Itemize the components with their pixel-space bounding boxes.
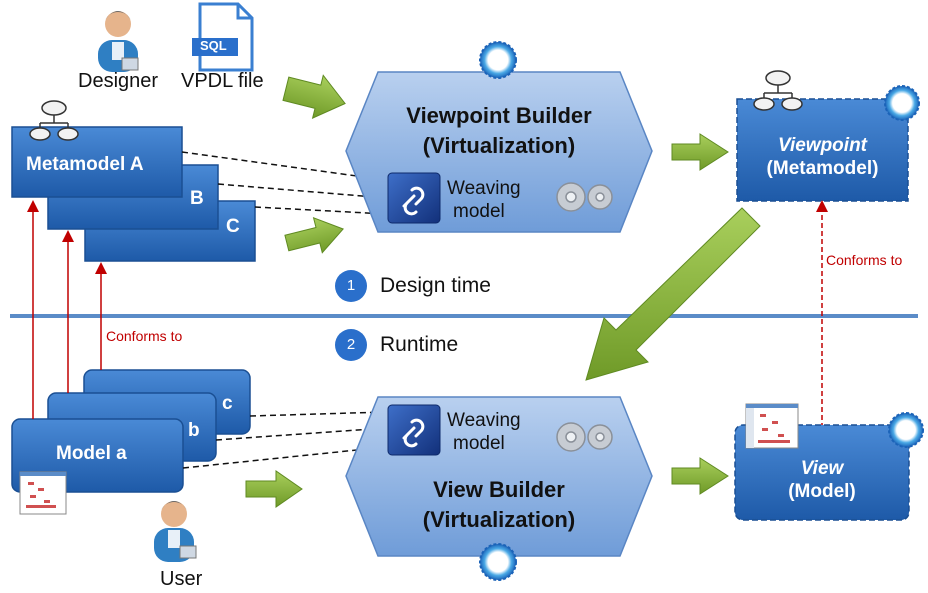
phase-2-number: 2 <box>346 336 356 353</box>
view-builder-title-line2: (Virtualization) <box>422 507 576 532</box>
view-builder-title-line1: View Builder <box>433 477 565 502</box>
model-thumbnail-icon <box>19 471 67 515</box>
viewpoint-box <box>736 98 909 202</box>
sql-file-icon <box>192 2 254 72</box>
design-weaving-links <box>181 151 387 215</box>
weaving-model-design-line1: Weaving <box>447 178 521 199</box>
link-icon-runtime <box>387 404 441 456</box>
viewpoint-title-line2: (Metamodel) <box>766 158 879 179</box>
metamodel-c-label: C <box>226 216 240 237</box>
viewpoint-builder-title: Viewpoint Builder (Virtualization) <box>346 101 652 161</box>
conforms-to-right-label: Conforms to <box>826 252 903 268</box>
phase-1-number: 1 <box>346 277 356 294</box>
view-title: View (Model) <box>735 457 909 503</box>
view-builder-to-view-arrow <box>671 457 729 495</box>
ring-icon-viewpoint <box>884 85 920 121</box>
view-box <box>734 424 910 521</box>
runtime-weaving-links <box>182 411 387 469</box>
view-builder-title: View Builder (Virtualization) <box>346 475 652 535</box>
phase-1-badge <box>335 270 367 302</box>
viewpoint-to-view-builder-arrow <box>585 207 761 381</box>
hierarchy-icon-metamodel <box>29 100 79 141</box>
builder-to-viewpoint-arrow <box>671 133 729 171</box>
weaving-model-label-runtime: Weaving model <box>447 409 521 455</box>
viewpoint-title: Viewpoint (Metamodel) <box>737 134 908 180</box>
metamodel-to-builder-arrow <box>284 217 344 254</box>
metamodel-b-label: B <box>190 188 204 209</box>
designer-label: Designer <box>78 70 159 92</box>
weaving-model-runtime-line2: model <box>453 433 505 454</box>
weaving-model-design-line2: model <box>453 201 505 222</box>
metamodel-a-label: Metamodel A <box>26 154 144 175</box>
viewpoint-builder-title-line2: (Virtualization) <box>422 133 576 158</box>
link-icon-design <box>387 172 441 224</box>
phase-2-label: Runtime <box>380 333 459 356</box>
viewpoint-builder-title-line1: Viewpoint Builder <box>406 103 592 128</box>
designer-icon <box>98 11 139 72</box>
model-b-label: b <box>188 420 200 441</box>
user-label: User <box>160 568 203 590</box>
view-thumbnail-icon <box>745 403 799 449</box>
ring-icon-viewpoint-builder <box>479 41 517 79</box>
sql-badge: SQL <box>200 38 227 53</box>
phase-1-label: Design time <box>380 274 491 297</box>
ring-icon-view-builder <box>479 543 517 581</box>
viewpoint-title-line1: Viewpoint <box>777 135 868 156</box>
conforms-to-left-label: Conforms to <box>106 328 183 344</box>
gears-icon-runtime <box>556 422 613 452</box>
conforms-to-left-lines <box>27 200 107 419</box>
view-title-line1: View <box>800 458 844 479</box>
phase-2-badge <box>335 329 367 361</box>
vpdl-file-label: VPDL file <box>181 70 264 92</box>
weaving-model-label-design: Weaving model <box>447 177 521 223</box>
model-to-view-builder-arrow <box>245 470 303 508</box>
model-a-label: Model a <box>56 443 127 464</box>
user-icon <box>154 501 197 562</box>
view-title-line2: (Model) <box>788 481 856 502</box>
vpdl-to-builder-arrow <box>282 74 346 119</box>
model-c-label: c <box>222 393 233 414</box>
ring-icon-view <box>888 412 924 448</box>
weaving-model-runtime-line1: Weaving <box>447 410 521 431</box>
gears-icon-design <box>556 182 613 212</box>
hierarchy-icon-viewpoint <box>753 70 803 111</box>
